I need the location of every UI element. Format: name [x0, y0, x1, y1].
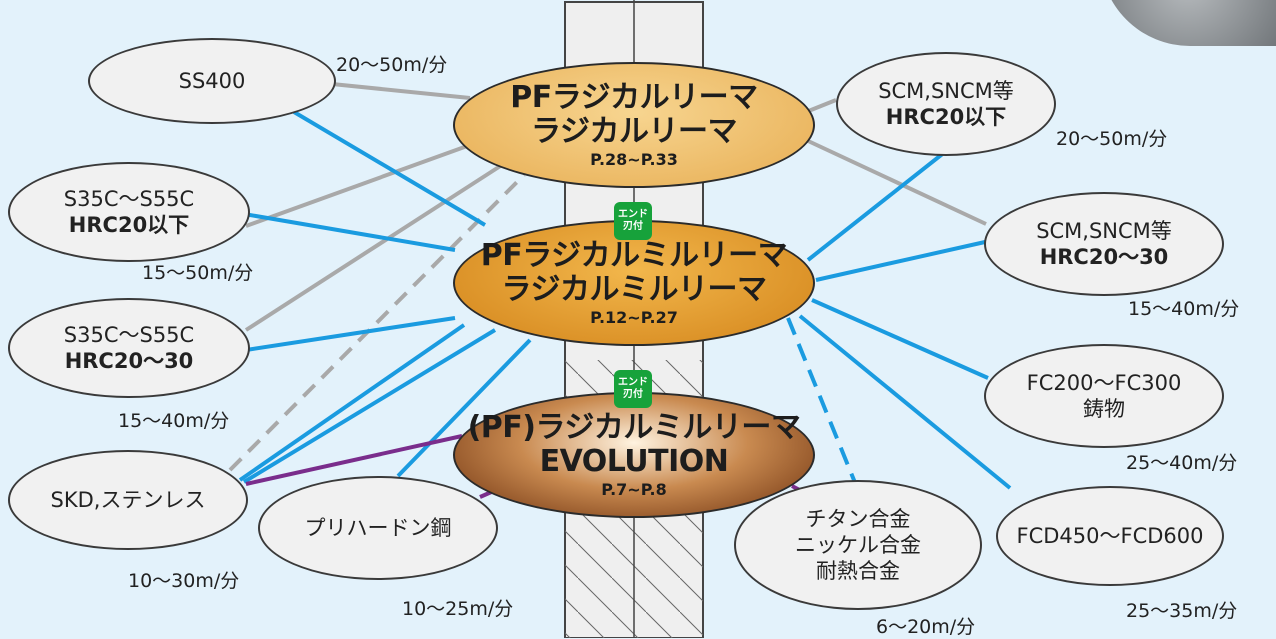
material-prehardened-steel[interactable]: プリハードン鋼	[258, 476, 498, 580]
tool-pf-radical-reamer[interactable]: PFラジカルリーマ ラジカルリーマ P.28~P.33	[453, 62, 815, 188]
end-cutting-badge: エンド 刃付	[614, 370, 652, 408]
material-hardness: HRC20以下	[885, 105, 1007, 129]
material-label: FC200〜FC300	[1026, 370, 1182, 395]
end-cutting-badge: エンド 刃付	[614, 202, 652, 240]
link-fc-tool2	[811, 298, 989, 380]
material-label: SCM,SNCM等	[1036, 218, 1172, 243]
material-hardness: HRC20以下	[68, 213, 190, 237]
link-scmlow-tool2	[806, 146, 952, 262]
link-skd-tool2-b	[242, 328, 497, 484]
speed-s35c-hrc20-below: 15〜50m/分	[142, 262, 254, 284]
material-label: チタン合金	[805, 506, 911, 531]
speed-prehardened-steel: 10〜25m/分	[402, 598, 514, 620]
tool-name-line2: ラジカルリーマ	[531, 113, 737, 149]
material-label: FCD450〜FCD600	[1016, 523, 1204, 548]
link-skd-tool1-dashed	[228, 173, 526, 472]
material-titanium-nickel-heat-resistant[interactable]: チタン合金 ニッケル合金 耐熱合金	[734, 480, 982, 610]
speed-ss400: 20〜50m/分	[336, 54, 448, 76]
link-s35cmid-tool2	[245, 316, 456, 352]
material-s35c-hrc20-below[interactable]: S35C〜S55C HRC20以下	[8, 162, 250, 262]
material-scm-hrc20-30[interactable]: SCM,SNCM等 HRC20〜30	[984, 192, 1224, 296]
link-skd-tool3	[245, 434, 463, 486]
link-ss400-tool2	[292, 110, 487, 227]
material-label: S35C〜S55C	[63, 186, 195, 211]
link-ss400-tool1	[331, 82, 471, 100]
speed-titanium: 6〜20m/分	[876, 616, 976, 638]
tool-pf-radical-mill-reamer[interactable]: PFラジカルミルリーマ ラジカルミルリーマ P.12~P.27	[453, 220, 815, 346]
material-skd-stainless[interactable]: SKD,ステンレス	[8, 450, 248, 550]
material-fc-cast-iron[interactable]: FC200〜FC300 鋳物	[984, 344, 1224, 448]
material-label: SS400	[178, 68, 246, 93]
material-label: プリハードン鋼	[304, 515, 452, 540]
material-ss400[interactable]: SS400	[88, 38, 336, 124]
link-scmmid-tool1	[805, 138, 987, 226]
link-titan-tool2-dashed	[786, 317, 860, 491]
material-fcd[interactable]: FCD450〜FCD600	[996, 486, 1224, 586]
material-label: SKD,ステンレス	[50, 487, 206, 512]
tool-name-line1: PFラジカルミルリーマ	[480, 237, 788, 273]
material-label: SCM,SNCM等	[878, 78, 1014, 103]
link-s35clow-tool1	[245, 143, 471, 228]
link-prehard-tool2	[396, 338, 532, 478]
material-label: ニッケル合金	[795, 532, 921, 557]
material-hardness: HRC20〜30	[1039, 245, 1169, 269]
material-sublabel: 鋳物	[1083, 397, 1125, 421]
badge-line1: エンド	[618, 209, 648, 220]
material-scm-hrc20-below[interactable]: SCM,SNCM等 HRC20以下	[836, 52, 1056, 156]
material-label: S35C〜S55C	[63, 322, 195, 347]
badge-line1: エンド	[618, 377, 648, 388]
link-scmlow-tool1	[805, 98, 837, 114]
link-skd-tool2-a	[238, 323, 466, 482]
tool-name-line2: ラジカルミルリーマ	[501, 271, 767, 307]
tool-name-line1: (PF)ラジカルミルリーマ	[467, 409, 801, 445]
link-s35cmid-tool1	[244, 161, 507, 332]
speed-scm-hrc20-below: 20〜50m/分	[1056, 128, 1168, 150]
speed-fcd: 25〜35m/分	[1126, 600, 1238, 622]
link-scmmid-tool2	[815, 240, 986, 282]
badge-line2: 刃付	[623, 389, 643, 400]
tool-page-range: P.7~P.8	[601, 480, 667, 500]
speed-scm-hrc20-30: 15〜40m/分	[1128, 298, 1240, 320]
tool-name-line2: EVOLUTION	[539, 443, 729, 479]
link-s35clow-tool2	[243, 212, 456, 252]
badge-line2: 刃付	[623, 221, 643, 232]
tool-page-range: P.12~P.27	[590, 308, 678, 328]
speed-skd-stainless: 10〜30m/分	[128, 570, 240, 592]
material-hardness: HRC20〜30	[64, 349, 194, 373]
tool-name-line1: PFラジカルリーマ	[510, 79, 758, 115]
speed-fc-cast-iron: 25〜40m/分	[1126, 452, 1238, 474]
material-label: 耐熱合金	[816, 559, 900, 584]
tool-page-range: P.28~P.33	[590, 150, 678, 170]
tool-radical-mill-reamer-evolution[interactable]: (PF)ラジカルミルリーマ EVOLUTION P.7~P.8	[453, 392, 815, 518]
material-s35c-hrc20-30[interactable]: S35C〜S55C HRC20〜30	[8, 298, 250, 398]
speed-s35c-hrc20-30: 15〜40m/分	[118, 410, 230, 432]
link-fcd-tool2	[798, 314, 1012, 490]
